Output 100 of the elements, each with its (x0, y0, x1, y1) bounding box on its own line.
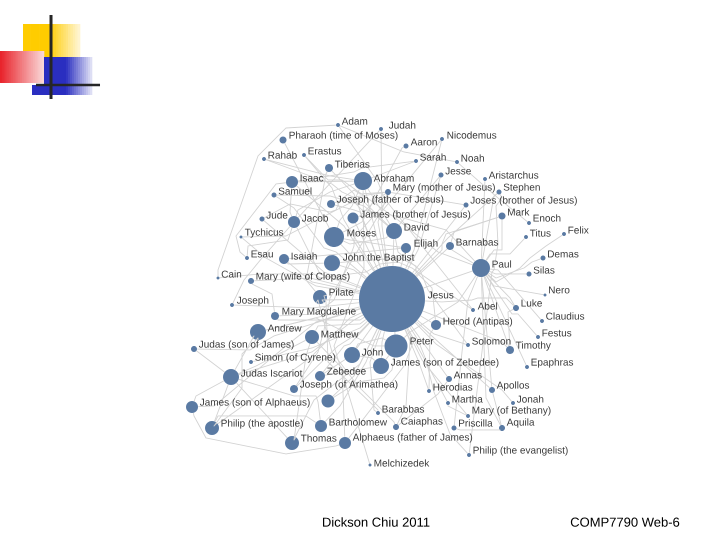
node-circle (324, 226, 344, 247)
connector-line (416, 321, 490, 388)
node-circle (506, 346, 514, 354)
connector-line (367, 188, 390, 224)
name-label: Tychicus (244, 228, 284, 238)
connector-line (456, 428, 500, 431)
name-label: Apollos (496, 381, 530, 391)
name-label: Joseph (father of Jesus) (336, 195, 444, 205)
connector-line (296, 183, 355, 217)
name-label: Peter (410, 338, 434, 344)
name-label: Aristarchus (488, 171, 538, 179)
connector-line (266, 306, 360, 330)
connector-line (252, 320, 368, 362)
name-label: Jesse (445, 168, 471, 174)
connector-line (415, 216, 499, 276)
node-circle (498, 212, 506, 220)
connector-line (428, 328, 434, 390)
connector-line (294, 328, 378, 438)
connector-line (284, 142, 330, 228)
connector-line (305, 156, 473, 266)
connector-line (196, 308, 361, 350)
connector-line (192, 412, 340, 454)
node-circle (359, 266, 425, 332)
connector-line (340, 258, 436, 320)
connector-line (356, 326, 374, 349)
connector-line (486, 274, 515, 306)
connector-line (396, 328, 410, 425)
name-label: Philip (the evangelist) (474, 446, 568, 456)
name-label: Martha (452, 395, 483, 403)
name-label: James (brother of Jesus) (360, 210, 470, 220)
connector-line (407, 328, 448, 402)
connector-line (316, 300, 396, 424)
connector-line (238, 314, 364, 376)
connector-line (324, 294, 378, 412)
connector-line (458, 163, 528, 222)
connector-line (508, 308, 514, 346)
node-circle (285, 436, 299, 450)
connector-line (405, 140, 442, 270)
connector-line (490, 268, 542, 320)
node-circle (205, 420, 219, 435)
connector-line (378, 194, 388, 267)
connector-line (254, 278, 360, 292)
connector-line (278, 194, 388, 316)
name-label: Nicodemus (448, 131, 496, 139)
node-circle (280, 136, 286, 144)
name-label: Barabbas (382, 405, 424, 413)
connector-line (484, 276, 510, 346)
name-label: Priscilla (459, 419, 493, 427)
connector-line (481, 276, 492, 388)
node-circle (322, 394, 334, 408)
connector-line (264, 220, 362, 288)
name-label: Herod (Antipas) (444, 317, 512, 327)
connector-line (334, 204, 381, 268)
name-label: Jacob (302, 214, 328, 222)
connector-line (395, 238, 468, 344)
connector-line (371, 161, 414, 178)
connector-line (217, 312, 362, 424)
name-label: Isaac (300, 174, 324, 182)
node-circle (324, 255, 340, 271)
name-label: Judas Iscariot (240, 369, 302, 377)
name-label: Enoch (534, 214, 560, 222)
node-circle (288, 216, 300, 228)
connector-line (410, 326, 448, 377)
name-label: Luke (522, 299, 542, 307)
connector-line (422, 310, 508, 348)
name-label: James (son of Alphaeus) (200, 398, 310, 408)
connector-line (214, 338, 258, 426)
connector-line (296, 140, 442, 386)
connector-line (416, 248, 448, 278)
name-label: James (son of Zebedee) (390, 358, 498, 368)
connector-line (296, 227, 362, 289)
connector-line (238, 378, 321, 420)
name-label: Mary Magdalene (282, 307, 356, 317)
connector-line (194, 380, 224, 402)
name-label: Tiberias (334, 160, 370, 168)
name-label: Joseph (of Arimathea) (300, 380, 398, 390)
name-label: David (404, 223, 429, 231)
node-circle (286, 176, 298, 188)
connector-line (322, 299, 360, 304)
node-circle (344, 346, 360, 363)
connector-line (316, 342, 346, 438)
footer-text: COMP7790 Web-6 (570, 517, 680, 527)
node-circle (271, 312, 279, 320)
connector-line (385, 354, 390, 360)
connector-line (339, 265, 366, 280)
name-label: Abraham (374, 174, 414, 182)
name-label: Cain (222, 270, 242, 278)
connector-line (486, 238, 525, 261)
connector-line (417, 320, 466, 345)
name-label: John the Baptist (342, 253, 414, 263)
name-label: Aaron (410, 138, 437, 146)
name-label: Mary (mother of Jesus) (394, 183, 495, 193)
connector-line (333, 357, 395, 398)
node-circle (348, 212, 358, 224)
connector-line (324, 329, 380, 422)
name-label: Melchizedek (374, 459, 430, 467)
name-label: Demas (548, 250, 579, 258)
name-label: Paul (492, 260, 512, 268)
name-label: Sarah (420, 153, 446, 161)
connector-line (264, 190, 386, 218)
